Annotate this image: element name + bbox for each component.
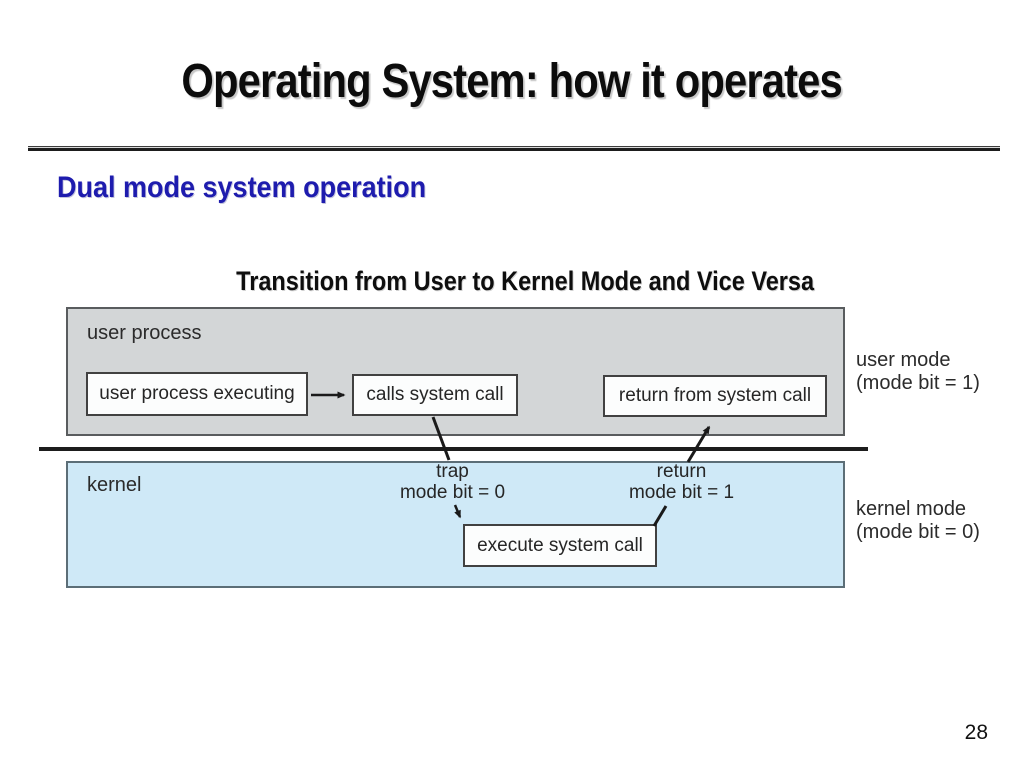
return-annotation-line1: return bbox=[656, 461, 707, 482]
kernel-region bbox=[66, 461, 845, 588]
return-annotation-line2: mode bit = 1 bbox=[628, 482, 735, 503]
user-mode-side-label-line2: (mode bit = 1) bbox=[856, 372, 980, 394]
box-execute-system-call: execute system call bbox=[463, 524, 657, 567]
box-return-from-system-call: return from system call bbox=[603, 375, 827, 417]
slide-subtitle: Dual mode system operation bbox=[57, 171, 467, 205]
slide-subtitle-text: Dual mode system operation bbox=[57, 171, 427, 204]
mode-boundary-line bbox=[39, 447, 868, 451]
title-divider bbox=[28, 146, 1000, 151]
user-mode-side-label: user mode (mode bit = 1) bbox=[856, 349, 980, 395]
kernel-label: kernel bbox=[87, 474, 142, 496]
box-user-process-executing: user process executing bbox=[86, 372, 308, 416]
kernel-mode-side-label-line2: (mode bit = 0) bbox=[856, 521, 980, 543]
trap-annotation: trap mode bit = 0 bbox=[385, 461, 520, 503]
diagram-caption-text: Transition from User to Kernel Mode and … bbox=[236, 266, 814, 296]
trap-annotation-line1: trap bbox=[436, 461, 469, 482]
user-process-label: user process bbox=[87, 322, 202, 344]
user-mode-side-label-line1: user mode bbox=[856, 349, 951, 371]
slide-title-text: Operating System: how it operates bbox=[181, 55, 843, 108]
box-calls-system-call: calls system call bbox=[352, 374, 518, 416]
page-number: 28 bbox=[964, 721, 988, 744]
kernel-mode-side-label: kernel mode (mode bit = 0) bbox=[856, 498, 980, 544]
kernel-mode-side-label-line1: kernel mode bbox=[856, 498, 967, 520]
slide-title: Operating System: how it operates bbox=[0, 54, 1024, 109]
diagram-caption: Transition from User to Kernel Mode and … bbox=[0, 266, 1024, 297]
trap-annotation-line2: mode bit = 0 bbox=[399, 482, 506, 503]
return-annotation: return mode bit = 1 bbox=[614, 461, 749, 503]
